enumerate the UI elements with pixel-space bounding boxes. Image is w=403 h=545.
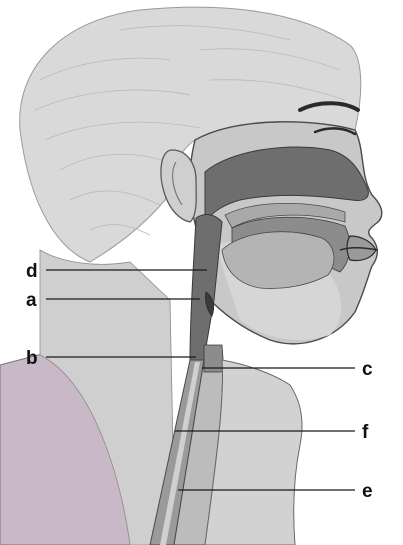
label-b: b [26, 348, 38, 369]
label-c: c [362, 359, 373, 380]
label-e: e [362, 481, 373, 502]
label-f: f [362, 422, 369, 443]
label-a: a [26, 290, 37, 311]
tongue [222, 232, 334, 289]
label-d: d [26, 261, 38, 282]
